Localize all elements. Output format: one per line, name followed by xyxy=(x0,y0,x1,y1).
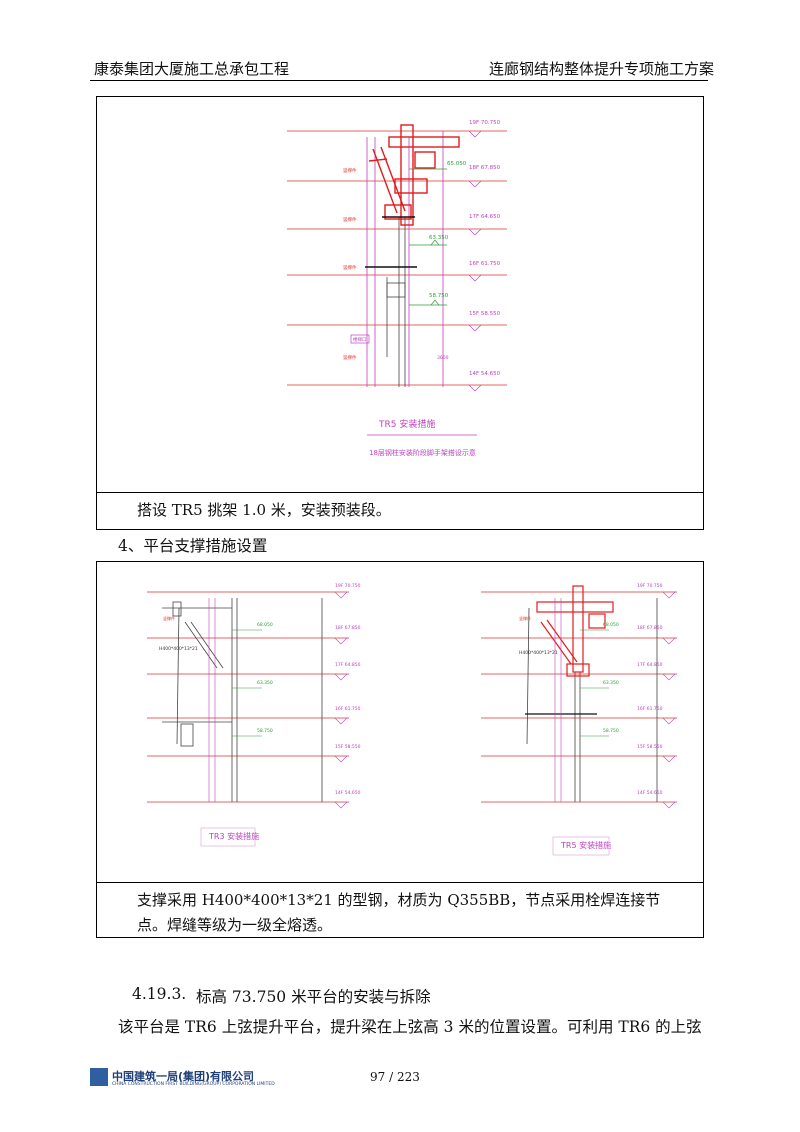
level-label: 17F 64.650 xyxy=(469,214,501,220)
tr5-elevation-drawing: 19F 70.750 18F 67.850 17F 64.650 16F 61.… xyxy=(287,120,507,457)
member-label: H400*400*13*21 xyxy=(159,646,198,652)
caption-rule xyxy=(97,882,703,883)
header-rule xyxy=(90,80,708,81)
figure-1-subtitle: 18层钢柱安装阶段脚手架搭设示意 xyxy=(369,448,476,457)
level-label: 14F 54.650 xyxy=(469,371,501,377)
level-label: 16F 61.750 xyxy=(335,706,361,712)
figure-1-frame: 19F 70.750 18F 67.850 17F 64.650 16F 61.… xyxy=(96,96,704,530)
level-label: 17F 64.850 xyxy=(637,662,663,668)
elevation-mark: 58.750 xyxy=(603,728,619,734)
level-label: 15F 58.550 xyxy=(637,744,663,750)
elevation-mark: 58.750 xyxy=(257,728,273,734)
level-label: 17F 64.850 xyxy=(335,662,361,668)
level-label: 18F 67.850 xyxy=(335,625,361,631)
elevation-mark: 58.750 xyxy=(429,293,449,299)
level-label: 14F 54.650 xyxy=(335,790,361,796)
level-label: 14F 54.650 xyxy=(637,790,663,796)
level-label: 15F 58.550 xyxy=(469,311,501,317)
header-project-title: 康泰集团大厦施工总承包工程 xyxy=(94,60,290,78)
platform-support-drawings: 68.050 63.350 58.750 H400*400*13*21 竖撑件 … xyxy=(147,583,677,856)
elevation-mark: 68.050 xyxy=(603,622,619,628)
level-label: 18F 67.850 xyxy=(637,625,663,631)
side-label: 竖撑件 xyxy=(163,615,175,621)
label-box xyxy=(350,334,370,344)
section-number: 4.19.3. xyxy=(132,985,187,1003)
level-label: 19F 70.750 xyxy=(469,120,501,126)
section-title: 标高 73.750 米平台的安装与拆除 xyxy=(196,988,431,1006)
box-label: 楼梯口 xyxy=(353,336,367,343)
figure-2-caption: 支撑采用 H400*400*13*21 的型钢，材质为 Q355BB，节点采用栓… xyxy=(137,891,661,934)
elevation-mark: 63.350 xyxy=(429,235,449,241)
tr3-drawing: 68.050 63.350 58.750 H400*400*13*21 竖撑件 … xyxy=(147,583,361,847)
section-heading: 4、平台支撑措施设置 xyxy=(118,537,268,555)
level-label: 18F 67.850 xyxy=(469,165,501,171)
caption-rule xyxy=(97,492,703,493)
body-paragraph: 该平台是 TR6 上弦提升平台，提升梁在上弦高 3 米的位置设置。可利用 TR6… xyxy=(118,1018,702,1036)
tr5-title: TR5 安装措施 xyxy=(560,840,611,850)
side-label: 竖撑件 xyxy=(519,615,531,621)
level-label: 15F 58.550 xyxy=(335,744,361,750)
level-label: 16F 61.750 xyxy=(469,261,501,267)
side-label: 竖撑件 xyxy=(343,167,357,174)
header-document-title: 连廊钢结构整体提升专项施工方案 xyxy=(488,60,714,78)
footer-company: 中国建筑一局(集团)有限公司 xyxy=(112,1070,255,1083)
tr3-title: TR3 安装措施 xyxy=(208,831,259,841)
elevation-mark: 65.050 xyxy=(447,161,467,167)
figure-2-frame: 68.050 63.350 58.750 H400*400*13*21 竖撑件 … xyxy=(96,561,704,938)
elevation-mark: 63.350 xyxy=(603,680,619,686)
figure-1-title: TR5 安装措施 xyxy=(378,418,435,430)
footer-company-en: CHINA CONSTRUCTION FIRST BUILDING(GROUP)… xyxy=(112,1082,275,1087)
side-label: 竖撑件 xyxy=(343,354,357,361)
level-label: 16F 61.750 xyxy=(637,706,663,712)
side-label: 竖撑件 xyxy=(343,216,357,223)
tr5-drawing: 68.050 63.350 58.750 H400*400*13*21 竖撑件 … xyxy=(481,583,677,856)
level-label: 19F 70.750 xyxy=(637,583,663,589)
level-label: 19F 70.750 xyxy=(335,583,361,589)
company-logo xyxy=(90,1068,108,1086)
elevation-mark: 68.050 xyxy=(257,622,273,628)
figure-1-caption: 搭设 TR5 挑架 1.0 米，安装预装段。 xyxy=(137,501,391,519)
member-label: H400*400*13*21 xyxy=(519,650,558,656)
elevation-mark: 63.350 xyxy=(257,680,273,686)
vertical-dimension: 3600 xyxy=(437,355,449,361)
side-label: 竖撑件 xyxy=(343,264,357,271)
page-number: 97 / 223 xyxy=(370,1070,420,1084)
